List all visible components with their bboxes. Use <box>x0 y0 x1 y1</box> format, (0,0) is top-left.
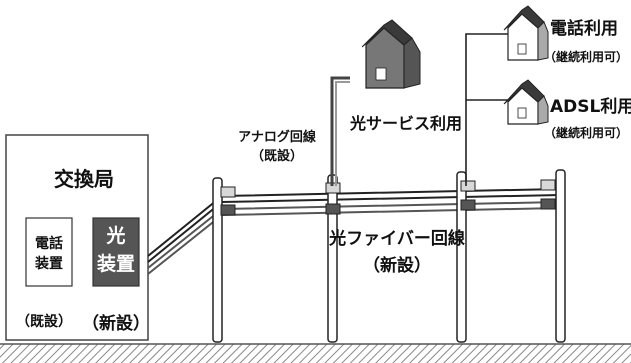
house-phone <box>503 5 549 61</box>
phone-device-line1: 電話 <box>35 236 63 252</box>
optical-device-box <box>92 217 140 287</box>
analog-line-status: （既設） <box>250 149 303 164</box>
pole-4 <box>555 169 566 343</box>
existing-label: （既設） <box>16 314 72 330</box>
house-adsl <box>503 79 549 125</box>
distribution-boxes <box>220 179 556 216</box>
new-label: （新設） <box>82 314 150 334</box>
utility-poles <box>212 169 566 343</box>
analog-line-title: アナログ回線 <box>238 130 316 145</box>
adsl-use-sub: （継続利用可） <box>544 126 629 140</box>
optical-device-label: 光 装置 <box>93 222 139 278</box>
optical-service-label: 光サービス利用 <box>350 114 463 133</box>
phone-device-box <box>25 217 73 287</box>
phone-use-sub: （継続利用可） <box>544 50 629 64</box>
optical-device-line1: 光 <box>106 225 126 247</box>
phone-use-title: 電話利用 <box>550 19 618 39</box>
house-optical <box>361 19 421 89</box>
optical-device-line2: 装置 <box>96 253 135 275</box>
drop-cable-phone <box>465 33 510 186</box>
pole-1 <box>212 177 223 343</box>
adsl-use-title: ADSL利用 <box>550 97 631 117</box>
pole-3 <box>456 171 467 343</box>
exchange-title: 交換局 <box>54 167 114 191</box>
drop-cable-optical <box>330 76 350 186</box>
ground <box>0 344 631 363</box>
analog-line-label: アナログ回線 （既設） <box>222 128 332 166</box>
phone-device-label: 電話 装置 <box>26 234 72 274</box>
phone-device-line2: 装置 <box>35 256 63 272</box>
fiber-line-label: 光ファイバー回線 （新設） <box>322 226 472 280</box>
fiber-line-status: （新設） <box>363 256 431 276</box>
fiber-line-title: 光ファイバー回線 <box>329 229 465 249</box>
